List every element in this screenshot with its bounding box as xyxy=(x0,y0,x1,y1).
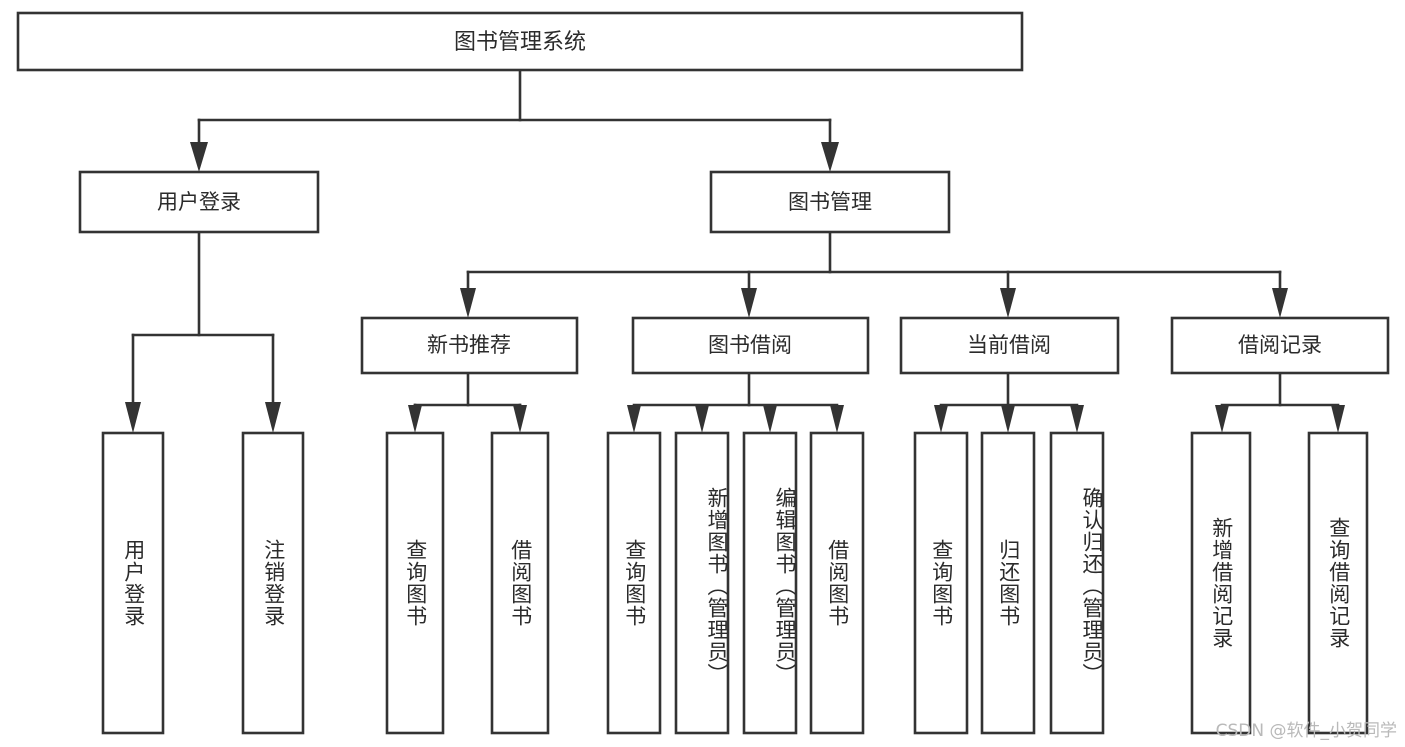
node-current-borrow[interactable]: 当前借阅 xyxy=(899,316,1120,375)
node-new-book-rec-label: 新书推荐 xyxy=(427,333,511,357)
leaf-box-user-logout[interactable] xyxy=(241,431,305,735)
leaf-box-return-book[interactable] xyxy=(980,431,1036,735)
arrowhead-user-login xyxy=(190,142,208,172)
leaf-box-query-book-1[interactable] xyxy=(385,431,445,735)
arrowhead-query-record xyxy=(1331,405,1345,433)
node-new-book-rec-box[interactable] xyxy=(360,316,579,375)
arrowhead-query-book-1 xyxy=(408,405,422,433)
node-book-borrow-label: 图书借阅 xyxy=(708,333,792,357)
arrowhead-add-book xyxy=(695,405,709,433)
node-new-book-rec[interactable]: 新书推荐 xyxy=(360,316,579,375)
leaf-box-borrow-book-1[interactable] xyxy=(490,431,550,735)
csdn-watermark: CSDN @软件_小贺同学 xyxy=(1215,721,1397,741)
node-user-login-label: 用户登录 xyxy=(157,190,241,214)
node-book-borrow[interactable]: 图书借阅 xyxy=(631,316,870,375)
node-root-label: 图书管理系统 xyxy=(454,30,586,55)
node-book-manage-label: 图书管理 xyxy=(788,190,872,214)
node-current-borrow-box[interactable] xyxy=(899,316,1120,375)
leaf-box-query-book-3[interactable] xyxy=(913,431,969,735)
arrowhead-leaf-user-logout xyxy=(265,402,281,433)
arrowhead-new-book-rec xyxy=(460,288,476,318)
leaf-box-user-login[interactable] xyxy=(101,431,165,735)
leaf-box-query-book-2[interactable] xyxy=(606,431,662,735)
node-book-borrow-box[interactable] xyxy=(631,316,870,375)
node-book-manage-box[interactable] xyxy=(709,170,951,234)
arrowhead-query-book-3 xyxy=(934,405,948,433)
arrowhead-borrow-record xyxy=(1272,288,1288,318)
arrowhead-add-record xyxy=(1215,405,1229,433)
arrowhead-borrow-book-1 xyxy=(513,405,527,433)
leaf-box-borrow-book-2[interactable] xyxy=(809,431,865,735)
leaf-box-confirm-return[interactable] xyxy=(1049,431,1105,735)
leaf-box-query-record[interactable] xyxy=(1307,431,1369,735)
node-user-login[interactable]: 用户登录 xyxy=(78,170,320,234)
node-borrow-record-label: 借阅记录 xyxy=(1238,333,1322,357)
connector-group xyxy=(125,68,1345,433)
node-user-login-box[interactable] xyxy=(78,170,320,234)
arrowhead-confirm-return xyxy=(1070,405,1084,433)
node-root[interactable]: 图书管理系统 xyxy=(16,11,1024,72)
arrowhead-edit-book xyxy=(763,405,777,433)
node-book-manage[interactable]: 图书管理 xyxy=(709,170,951,234)
node-borrow-record-box[interactable] xyxy=(1170,316,1390,375)
leaf-box-add-book[interactable] xyxy=(674,431,730,735)
arrowhead-book-borrow xyxy=(741,288,757,318)
leaf-box-add-record[interactable] xyxy=(1190,431,1252,735)
arrowhead-current-borrow xyxy=(1000,288,1016,318)
arrowhead-query-book-2 xyxy=(627,405,641,433)
arrowhead-leaf-user-login xyxy=(125,402,141,433)
arrowhead-borrow-book-2 xyxy=(830,405,844,433)
leaf-box-edit-book[interactable] xyxy=(742,431,798,735)
leaf-box-group xyxy=(101,431,1369,735)
node-borrow-record[interactable]: 借阅记录 xyxy=(1170,316,1390,375)
arrowhead-return-book xyxy=(1001,405,1015,433)
node-current-borrow-label: 当前借阅 xyxy=(967,333,1051,357)
arrowhead-book-manage xyxy=(821,142,839,172)
node-root-box[interactable] xyxy=(16,11,1024,72)
